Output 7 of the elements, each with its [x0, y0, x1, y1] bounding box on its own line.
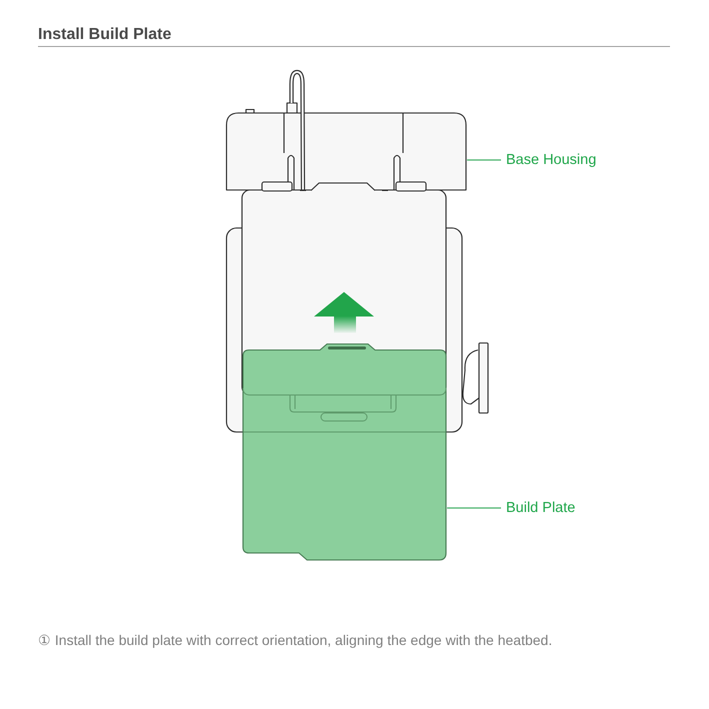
part-label: Base Housing: [501, 151, 596, 169]
leader-line: [447, 507, 501, 509]
section-title: Install Build Plate: [38, 25, 172, 45]
build-plate-drawing: [242, 343, 447, 561]
part-label: Build Plate: [501, 499, 576, 517]
instruction-text: ① Install the build plate with correct orientation, aligning the edge with the heatbed.: [38, 631, 552, 649]
leader-line: [467, 159, 501, 161]
